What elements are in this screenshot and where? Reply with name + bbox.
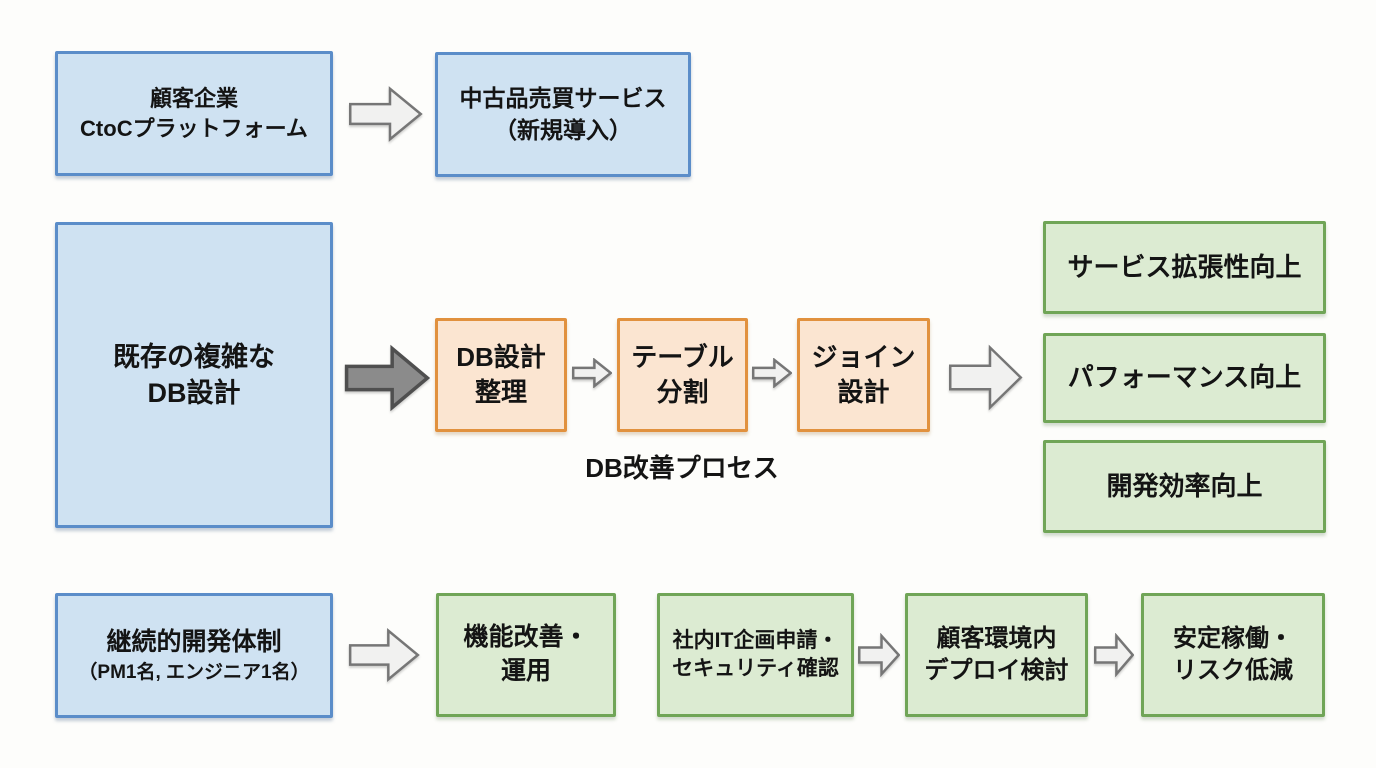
node-it-planning-security-check: 社内IT企画申請・ セキュリティ確認 <box>657 593 854 717</box>
node-service-scalability: サービス拡張性向上 <box>1043 221 1326 314</box>
node-db-design-cleanup-line1: DB設計 <box>456 341 546 372</box>
arrow-right-icon <box>752 358 792 388</box>
node-performance-improvement: パフォーマンス向上 <box>1043 333 1326 423</box>
node-customer-company-line1: 顧客企業 <box>149 85 238 111</box>
arrow-right-icon <box>348 85 423 143</box>
node-it-planning-security-check-line1: 社内IT企画申請・ <box>672 628 839 652</box>
node-feature-improvement-ops: 機能改善・ 運用 <box>436 593 616 717</box>
node-used-goods-service-line2: （新規導入） <box>494 116 632 143</box>
node-feature-improvement-ops-line1: 機能改善・ <box>463 623 589 652</box>
node-continuous-dev-team-line2: （PM1名, エンジニア1名） <box>78 661 310 683</box>
node-service-scalability-label: サービス拡張性向上 <box>1067 251 1302 282</box>
arrow-right-icon <box>572 358 612 388</box>
node-db-design-cleanup: DB設計 整理 <box>435 318 567 432</box>
node-stable-operation-risk-reduction-line2: リスク低減 <box>1173 657 1293 684</box>
node-customer-company-line2: CtoCプラットフォーム <box>80 115 308 141</box>
arrow-right-dark-icon <box>344 344 430 412</box>
arrow-right-icon <box>948 343 1023 412</box>
node-performance-improvement-label: パフォーマンス向上 <box>1067 362 1302 393</box>
node-join-design-line2: 設計 <box>837 377 890 407</box>
node-table-split-line2: 分割 <box>656 377 709 407</box>
node-customer-env-deploy: 顧客環境内 デプロイ検討 <box>905 593 1088 717</box>
node-table-split: テーブル 分割 <box>617 318 748 432</box>
node-used-goods-service: 中古品売買サービス （新規導入） <box>435 52 691 177</box>
arrow-right-icon <box>348 627 420 683</box>
node-customer-env-deploy-line1: 顧客環境内 <box>936 624 1057 652</box>
node-used-goods-service-line1: 中古品売買サービス <box>459 85 667 112</box>
db-improvement-process-label: DB改善プロセス <box>585 453 779 483</box>
arrow-right-icon <box>1094 633 1134 677</box>
node-dev-efficiency: 開発効率向上 <box>1043 440 1326 533</box>
node-join-design-line1: ジョイン <box>811 341 916 372</box>
node-it-planning-security-check-line2: セキュリティ確認 <box>672 657 839 680</box>
node-feature-improvement-ops-line2: 運用 <box>500 657 551 685</box>
node-customer-env-deploy-line2: デプロイ検討 <box>924 657 1069 684</box>
node-db-design-cleanup-line2: 整理 <box>474 377 527 407</box>
node-customer-company: 顧客企業 CtoCプラットフォーム <box>55 51 333 176</box>
node-dev-efficiency-label: 開発効率向上 <box>1106 470 1263 501</box>
node-existing-db-design-line1: 既存の複雑な <box>113 341 275 372</box>
node-table-split-line1: テーブル <box>631 341 734 372</box>
node-continuous-dev-team-line1: 継続的開発体制 <box>106 627 282 656</box>
node-existing-db-design-line2: DB設計 <box>147 378 241 408</box>
node-stable-operation-risk-reduction-line1: 安定稼働・ <box>1173 624 1293 652</box>
node-stable-operation-risk-reduction: 安定稼働・ リスク低減 <box>1141 593 1325 717</box>
node-join-design: ジョイン 設計 <box>797 318 930 432</box>
node-existing-db-design: 既存の複雑な DB設計 <box>55 222 333 528</box>
arrow-right-icon <box>858 633 900 677</box>
node-continuous-dev-team: 継続的開発体制 （PM1名, エンジニア1名） <box>55 593 333 718</box>
